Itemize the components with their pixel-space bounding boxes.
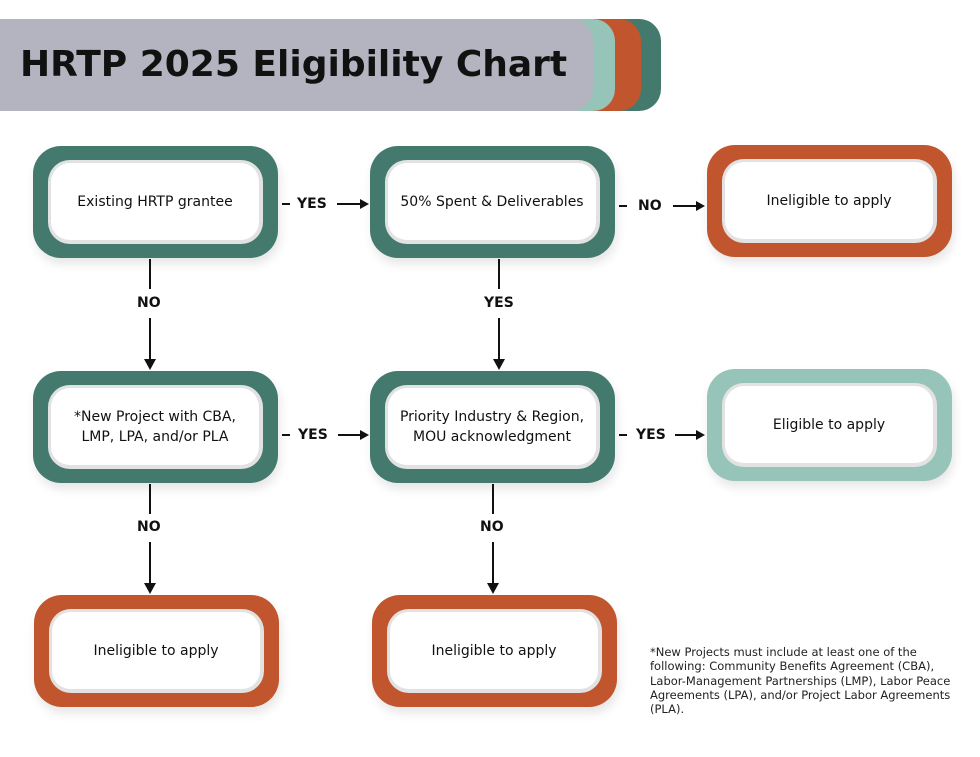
connector-line bbox=[282, 434, 290, 436]
node-spent-deliverables: 50% Spent & Deliverables bbox=[370, 146, 615, 258]
node-label: Eligible to apply bbox=[772, 416, 886, 433]
connector-line bbox=[492, 484, 494, 514]
edge-label-yes: YES bbox=[297, 196, 327, 212]
node-ineligible-bottom-middle: Ineligible to apply bbox=[372, 595, 617, 707]
edge-label-yes: YES bbox=[484, 295, 514, 311]
connector-line bbox=[338, 434, 361, 436]
node-new-project: *New Project with CBA, LMP, LPA, and/or … bbox=[33, 371, 278, 483]
arrow-down-icon bbox=[493, 359, 505, 370]
connector-line bbox=[619, 205, 627, 207]
node-label: 50% Spent & Deliverables bbox=[400, 193, 584, 210]
arrow-down-icon bbox=[144, 359, 156, 370]
node-priority-industry: Priority Industry & Region, MOU acknowle… bbox=[370, 371, 615, 483]
edge-label-no: NO bbox=[638, 198, 662, 214]
connector-line bbox=[498, 259, 500, 289]
node-ineligible-bottom-left: Ineligible to apply bbox=[34, 595, 279, 707]
page-title: HRTP 2025 Eligibility Chart bbox=[20, 44, 568, 85]
connector-line bbox=[619, 434, 627, 436]
connector-line bbox=[149, 542, 151, 584]
connector-line bbox=[675, 434, 697, 436]
edge-label-no: NO bbox=[480, 519, 504, 535]
footnote: *New Projects must include at least one … bbox=[650, 645, 951, 717]
connector-line bbox=[673, 205, 697, 207]
node-label: Ineligible to apply bbox=[766, 192, 892, 209]
arrow-right-icon bbox=[360, 430, 369, 440]
arrow-right-icon bbox=[696, 201, 705, 211]
edge-label-no: NO bbox=[137, 519, 161, 535]
node-existing-grantee: Existing HRTP grantee bbox=[33, 146, 278, 258]
arrow-right-icon bbox=[696, 430, 705, 440]
edge-label-yes: YES bbox=[298, 427, 328, 443]
arrow-right-icon bbox=[360, 199, 369, 209]
edge-label-yes: YES bbox=[636, 427, 666, 443]
node-ineligible-top: Ineligible to apply bbox=[707, 145, 952, 257]
connector-line bbox=[149, 318, 151, 360]
node-label: *New Project with CBA, LMP, LPA, and/or … bbox=[74, 408, 236, 445]
edge-label-no: NO bbox=[137, 295, 161, 311]
connector-line bbox=[498, 318, 500, 360]
node-label: Ineligible to apply bbox=[431, 642, 557, 659]
connector-line bbox=[337, 203, 361, 205]
node-label: Priority Industry & Region, MOU acknowle… bbox=[399, 408, 585, 445]
connector-line bbox=[149, 259, 151, 289]
connector-line bbox=[282, 203, 290, 205]
arrow-down-icon bbox=[144, 583, 156, 594]
header-stripe-gray bbox=[0, 19, 593, 111]
node-eligible: Eligible to apply bbox=[707, 369, 952, 481]
arrow-down-icon bbox=[487, 583, 499, 594]
connector-line bbox=[492, 542, 494, 584]
connector-line bbox=[149, 484, 151, 514]
node-label: Existing HRTP grantee bbox=[77, 193, 233, 210]
node-label: Ineligible to apply bbox=[93, 642, 219, 659]
